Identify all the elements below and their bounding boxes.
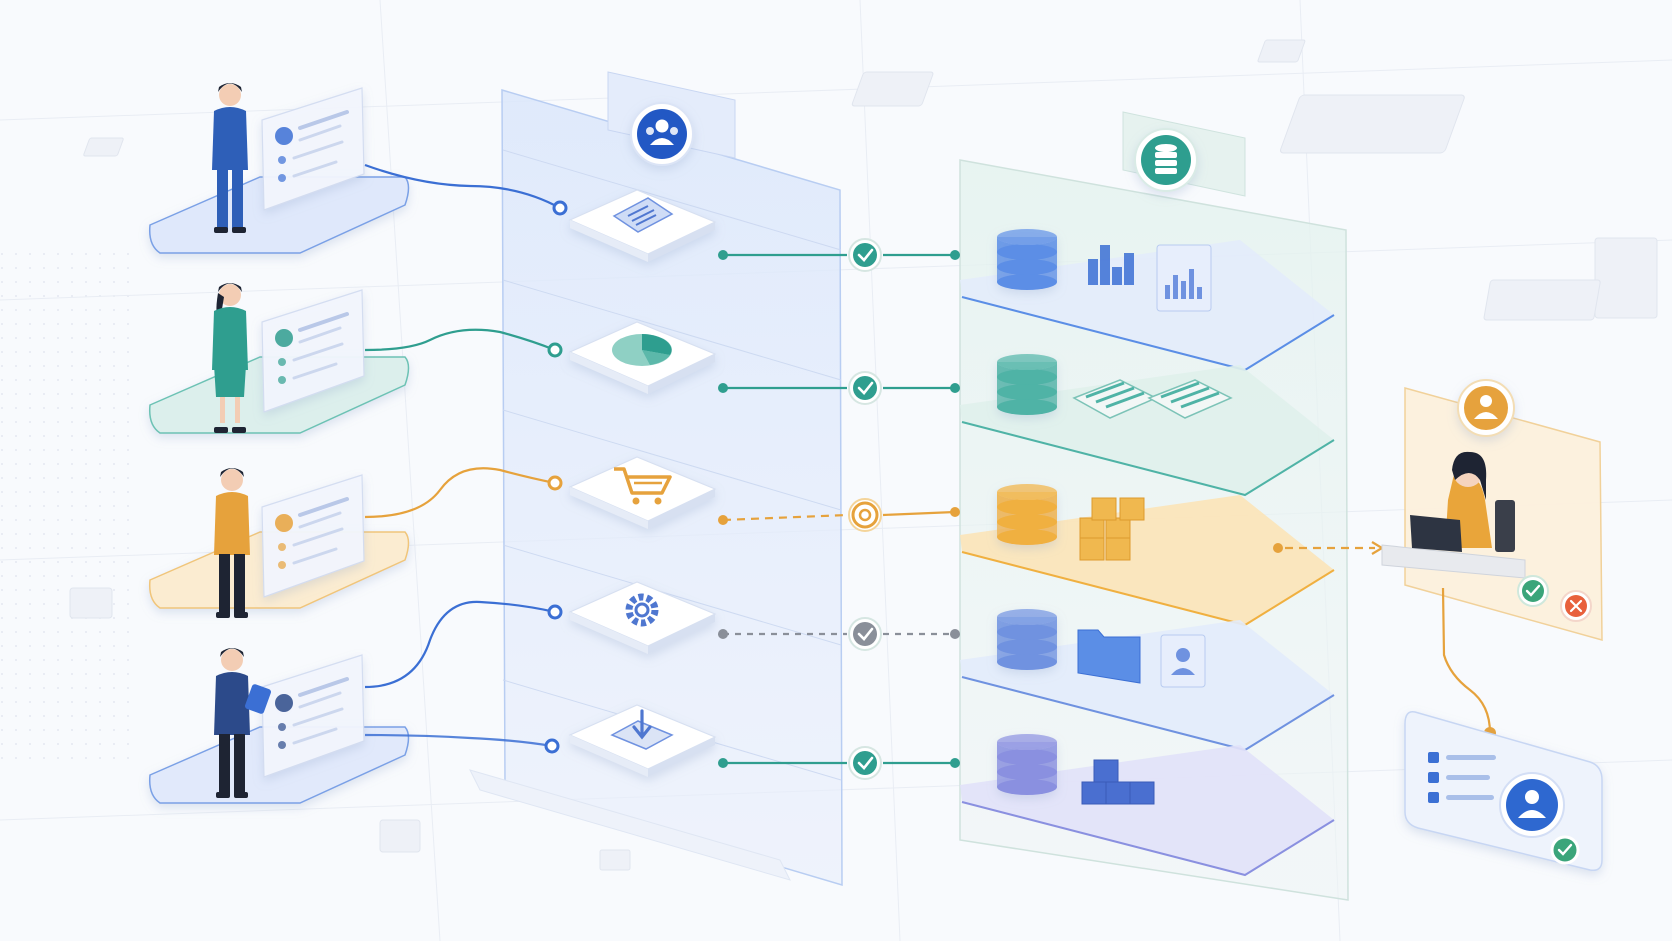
avatar-icon [275, 127, 293, 145]
check-icon [857, 381, 874, 395]
approved-status [848, 746, 882, 780]
inactive-status [848, 617, 882, 651]
service-card[interactable] [568, 456, 717, 529]
service-card[interactable] [568, 581, 717, 654]
data-tier [960, 484, 1335, 627]
reject-button[interactable] [1560, 590, 1592, 622]
profile-card[interactable] [261, 654, 365, 778]
folder-icon [1077, 629, 1141, 684]
user-stations [148, 83, 410, 804]
database-icon [997, 484, 1057, 545]
service-card[interactable] [568, 321, 717, 394]
pie-chart-icon [612, 334, 672, 366]
background-cubes [69, 39, 1658, 871]
check-icon [857, 756, 874, 770]
approve-button[interactable] [1517, 575, 1549, 607]
data-tier [960, 609, 1335, 752]
user-station [148, 468, 410, 618]
database-icon [997, 609, 1057, 670]
service-cards [568, 189, 717, 777]
review-panel [1381, 379, 1603, 641]
database-badge [1134, 128, 1198, 192]
dot-grid [0, 250, 130, 770]
bar-chart-icon [1088, 245, 1134, 285]
data-tier [960, 354, 1335, 497]
pending-icon [858, 508, 872, 522]
person-figure [214, 468, 250, 618]
person-figure [214, 648, 271, 798]
avatar-icon [275, 514, 293, 532]
data-tier [960, 734, 1335, 877]
analytics-panel-icon [1156, 244, 1212, 312]
connector [364, 467, 960, 525]
close-icon [1569, 599, 1583, 613]
check-icon [1525, 584, 1541, 597]
database-icon [997, 229, 1057, 290]
cart-icon [614, 467, 672, 505]
user-station [148, 648, 410, 804]
reviewer-badge [1457, 379, 1515, 437]
connectors [364, 163, 1385, 768]
gateway-badge [630, 102, 694, 166]
user-icon [1474, 395, 1498, 419]
gear-icon [625, 593, 659, 627]
status-nodes [848, 238, 882, 780]
check-icon [1557, 843, 1573, 856]
person-figure [212, 283, 248, 433]
data-tier [960, 229, 1335, 372]
connector [364, 600, 960, 689]
users-group-icon [646, 119, 678, 145]
connector [364, 733, 960, 768]
service-card[interactable] [568, 189, 717, 262]
tablet-icon [245, 684, 271, 714]
connector [364, 328, 960, 393]
user-station [148, 283, 410, 434]
connector [364, 163, 960, 260]
check-icon [857, 248, 874, 262]
approved-status [848, 371, 882, 405]
spreadsheet-icon [1147, 379, 1233, 419]
review-connector [1273, 541, 1385, 555]
access-granted-card [1404, 711, 1603, 872]
database-icon [997, 734, 1057, 795]
approved-status [848, 238, 882, 272]
profile-card[interactable] [261, 474, 365, 598]
avatar-icon [275, 694, 293, 712]
document-icon [612, 197, 674, 233]
data-tiers [960, 229, 1335, 877]
database-icon [997, 354, 1057, 415]
download-icon [610, 709, 674, 750]
service-card[interactable] [568, 704, 717, 777]
cubes-icon [1081, 759, 1155, 805]
database-stack-icon [1155, 144, 1177, 174]
user-station [148, 83, 410, 254]
boxes-icon [1079, 497, 1145, 561]
user-platform [148, 176, 410, 254]
avatar-icon [275, 329, 293, 347]
reviewer-figure [1381, 451, 1526, 579]
pending-status [848, 498, 882, 532]
profile-card[interactable] [261, 87, 365, 211]
person-figure [212, 83, 248, 233]
profile-card[interactable] [261, 289, 365, 413]
profile-card-icon [1160, 634, 1206, 688]
checklist-icon [1428, 752, 1496, 803]
user-icon [1518, 790, 1546, 818]
check-icon [857, 627, 874, 641]
